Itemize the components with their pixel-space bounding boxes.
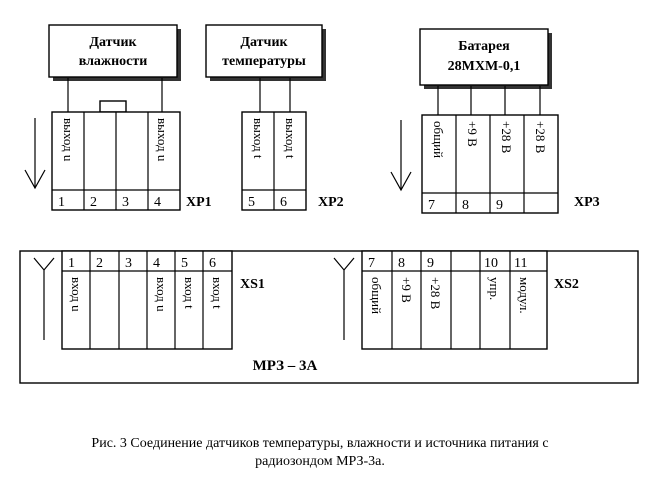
connector-xp3: 7 8 9 общий +9 В +28 В +28 В XP3 [421,114,600,214]
xs2-pin-11-num: 11 [514,256,527,271]
xs2-pin-8-signal: +9 В [399,277,414,303]
xs1-pin-6-num: 6 [209,256,216,271]
xp1-pin-4-signal: выход u [155,118,170,162]
temperature-sensor: Датчик температуры [205,24,326,81]
socket-symbol-icon [333,257,355,340]
xs1-pin-1-num: 1 [68,256,75,271]
xp3-pin-7-signal: общий [431,121,446,158]
connector-xp1: 1 2 3 4 выход u выход u XP1 [51,100,212,211]
humidity-sensor-title: Датчик [89,35,137,50]
xp2-pin-5-signal: выход t [251,118,266,159]
xs1-pin-4-num: 4 [153,256,160,271]
xp1-pin-4-num: 4 [154,195,161,210]
xs2-pin-7-num: 7 [368,256,375,271]
temperature-sensor-title: Датчик [240,35,288,50]
xp1-label: XP1 [186,195,212,210]
xs2-pin-10-num: 10 [484,256,498,271]
connector-xs1: 1 2 3 4 5 6 вход u вход u вход t вход t … [61,250,265,350]
xp3-pin-10-signal: +28 В [533,121,548,154]
xp1-pin-1-num: 1 [58,195,65,210]
xp1-pin-1-signal: выход u [61,118,76,162]
connector-xs2: 7 8 9 10 11 общий +9 В +28 В упр. модул.… [361,250,579,350]
xs2-label: XS2 [554,277,579,292]
battery-model: 28МХМ-0,1 [448,59,521,74]
xp2-pin-5-num: 5 [248,195,255,210]
figure-caption-line-1: Рис. 3 Соединение датчиков температуры, … [91,436,548,451]
xs2-pin-7-signal: общий [369,277,384,314]
xs2-pin-8-num: 8 [398,256,405,271]
xp3-pin-8-num: 8 [462,198,469,213]
xs2-pin-9-num: 9 [427,256,434,271]
xs1-pin-5-signal: вход t [182,277,197,309]
figure-caption-line-2: радиозондом МРЗ-3а. [255,454,385,469]
xs1-pin-5-num: 5 [181,256,188,271]
radiosonde-label: МРЗ – 3А [253,358,318,374]
xs1-pin-1-signal: вход u [69,277,84,312]
xp1-pin-2-num: 2 [90,195,97,210]
xs1-pin-3-num: 3 [125,256,132,271]
xp2-label: XP2 [318,195,344,210]
xp3-pin-7-num: 7 [428,198,435,213]
xp3-pin-8-signal: +9 В [465,121,480,147]
socket-symbol-icon [33,257,55,340]
xp2-pin-6-signal: выход t [283,118,298,159]
xp1-pin-3-num: 3 [122,195,129,210]
xs1-pin-6-signal: вход t [210,277,225,309]
humidity-sensor-subtitle: влажности [79,54,148,69]
connector-xp2: 5 6 выход t выход t XP2 [241,111,344,211]
xs2-pin-11-signal: модул. [517,277,532,314]
battery: Батарея 28МХМ-0,1 [419,28,552,89]
xp2-pin-6-num: 6 [280,195,287,210]
xs1-pin-2-num: 2 [96,256,103,271]
xp3-pin-9-signal: +28 В [499,121,514,154]
xs2-pin-10-signal: упр. [487,277,502,300]
humidity-sensor: Датчик влажности [48,24,181,81]
battery-title: Батарея [458,39,510,54]
temperature-sensor-subtitle: температуры [222,54,306,69]
xp1-key [99,100,127,113]
xp3-pin-9-num: 9 [496,198,503,213]
xs1-label: XS1 [240,277,265,292]
down-arrow-icon [390,120,412,192]
xp3-label: XP3 [574,195,600,210]
xs1-pin-4-signal: вход u [154,277,169,312]
down-arrow-icon [24,118,46,190]
xs2-pin-9-signal: +28 В [428,277,443,310]
